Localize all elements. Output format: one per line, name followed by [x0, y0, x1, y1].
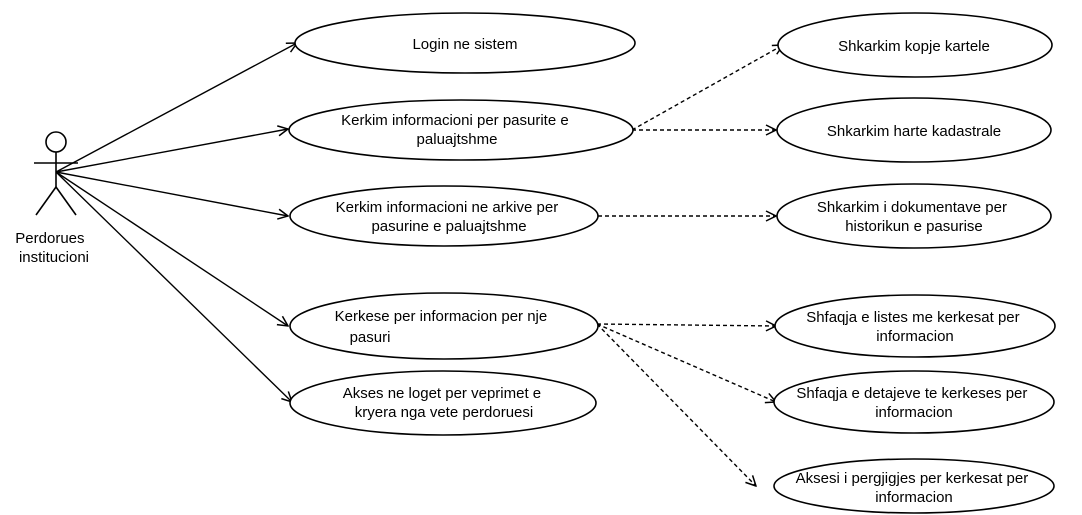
- association-lines: [55, 43, 297, 402]
- association-akses-loget: [55, 171, 292, 402]
- use-case-shfaqja-detajeve-label: Shfaqja e detajeve te kerkeses per infor…: [796, 385, 1031, 421]
- use-case-shkarkim-harte-label: Shkarkim harte kadastrale: [827, 123, 1001, 140]
- dependency-kerkese-to-listes: [596, 324, 776, 326]
- use-case-akses-loget-label: Akses ne loget per veprimet e kryera nga…: [343, 385, 546, 421]
- use-case-shfaqja-listes-label: Shfaqja e listes me kerkesat per informa…: [806, 309, 1024, 345]
- use-case-shfaqja-detajeve: Shfaqja e detajeve te kerkeses per infor…: [773, 370, 1055, 434]
- use-case-kerkim-pasuri: Kerkim informacioni per pasurite e palua…: [288, 99, 634, 161]
- use-case-kerkese-info-label: Kerkese per informacion per nje pasuri: [335, 308, 552, 346]
- actor-head: [45, 131, 67, 153]
- use-case-aksesi-pergjigjes: Aksesi i pergjigjes per kerkesat per inf…: [773, 458, 1055, 514]
- association-login: [55, 43, 297, 173]
- use-case-shkarkim-dokumente: Shkarkim i dokumentave per historikun e …: [776, 183, 1052, 249]
- use-case-shkarkim-harte: Shkarkim harte kadastrale: [776, 97, 1052, 163]
- use-case-login-label: Login ne sistem: [412, 36, 517, 53]
- use-case-akses-loget: Akses ne loget per veprimet e kryera nga…: [289, 370, 597, 436]
- use-case-aksesi-pergjigjes-label: Aksesi i pergjigjes per kerkesat per inf…: [796, 470, 1033, 506]
- actor-right-leg: [55, 186, 77, 216]
- dependency-lines: [596, 45, 783, 486]
- use-case-kerkim-arkive-label: Kerkim informacioni ne arkive per pasuri…: [336, 199, 563, 235]
- association-kerkim-pasuri: [55, 129, 288, 173]
- use-case-kerkim-arkive: Kerkim informacioni ne arkive per pasuri…: [289, 185, 599, 247]
- use-case-shkarkim-kartele-label: Shkarkim kopje kartele: [838, 38, 990, 55]
- use-case-kerkese-info: Kerkese per informacion per nje pasuri: [289, 292, 599, 360]
- actor-left-leg: [35, 186, 57, 216]
- use-case-login: Login ne sistem: [294, 12, 636, 74]
- actor-perdorues-institucioni: Perdorues institucioni: [15, 131, 89, 266]
- association-kerkim-arkive: [55, 171, 288, 216]
- dependency-kerkese-to-pergjigjes: [596, 323, 756, 486]
- dependency-kerkese-to-detajeve: [596, 323, 776, 402]
- use-case-shkarkim-kartele: Shkarkim kopje kartele: [777, 12, 1053, 78]
- actor-label: Perdorues institucioni: [15, 230, 89, 266]
- use-case-shkarkim-dokumente-label: Shkarkim i dokumentave per historikun e …: [817, 199, 1011, 235]
- use-case-kerkim-pasuri-label: Kerkim informacioni per pasurite e palua…: [341, 112, 573, 148]
- use-case-shfaqja-listes: Shfaqja e listes me kerkesat per informa…: [774, 294, 1056, 358]
- dependency-kerkim-pasuri-to-kartele: [631, 45, 783, 131]
- association-kerkese-info: [55, 171, 288, 326]
